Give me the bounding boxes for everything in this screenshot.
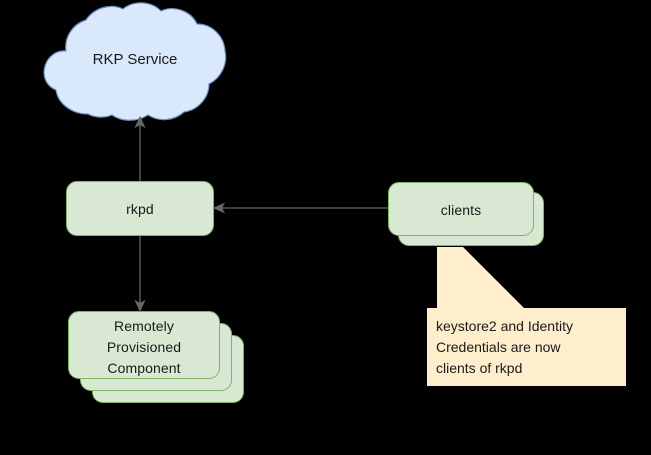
callout-note[interactable] [427, 247, 626, 386]
node-clients-layer-front[interactable]: clients [388, 182, 534, 236]
callout-note-text: keystore2 and Identity Credentials are n… [436, 318, 573, 376]
node-remotely-provisioned-component-stack[interactable]: Remotely Provisioned Component [68, 311, 248, 403]
node-clients-label: clients [440, 202, 482, 218]
node-rpc-label: Remotely Provisioned Component [106, 318, 182, 376]
node-clients-stack[interactable]: clients [388, 182, 546, 247]
arrow-rkpd-to-cloud [134, 115, 146, 181]
node-rpc-layer-front[interactable]: Remotely Provisioned Component [68, 311, 220, 379]
cloud-shape-rkp-service[interactable] [42, 2, 228, 124]
cloud-label: RKP Service [92, 51, 178, 68]
arrow-rkpd-to-rpc [134, 236, 146, 313]
node-rkpd-label: rkpd [126, 201, 154, 217]
node-rkpd[interactable]: rkpd [66, 181, 214, 236]
arrow-clients-to-rkpd [212, 202, 388, 214]
